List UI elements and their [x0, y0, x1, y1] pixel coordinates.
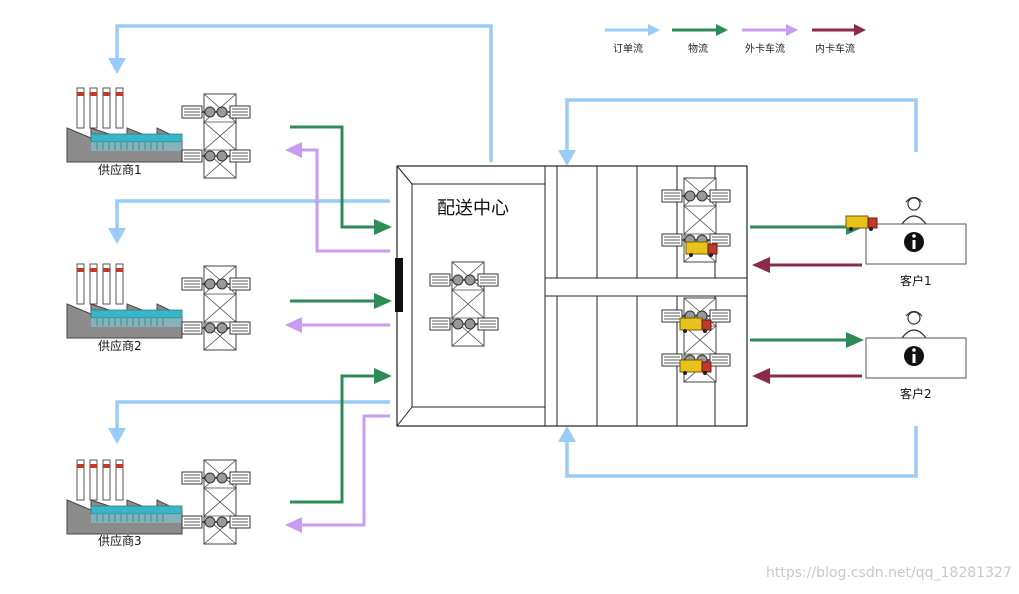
order-flow-arrows: [115, 24, 918, 478]
watermark-text: https://blog.csdn.net/qq_18281327: [766, 565, 1012, 581]
legend-label-logistics: 物流: [688, 42, 708, 55]
supplier-label: 供应商1: [98, 162, 142, 177]
distribution-center: 配送中心: [395, 165, 748, 427]
customer-label: 客户2: [900, 386, 932, 401]
legend-item-outer-truck-flow: 外卡车流: [742, 24, 798, 55]
outer-truck-flow-arrows: [300, 148, 390, 527]
supplier-3: 供应商3: [66, 459, 250, 548]
storage-rack-icon: [182, 266, 250, 350]
supplier-2: 供应商2: [66, 263, 250, 353]
inner-truck-flow-arrows: [768, 263, 862, 378]
storage-rack-icon: [182, 460, 250, 544]
truck-icon: [845, 215, 878, 232]
supplier-1: 供应商1: [66, 87, 250, 178]
distribution-center-title: 配送中心: [437, 198, 509, 219]
customer-person-icon: [865, 310, 967, 379]
supplier-label: 供应商2: [98, 338, 142, 353]
outer-truck-flow-arrowheads: [285, 142, 302, 533]
order-flow-arrowheads: [108, 58, 576, 444]
logistics-arrows: [290, 125, 848, 504]
supplier-label: 供应商3: [98, 533, 142, 548]
dock-door: [395, 258, 403, 312]
factory-icon: [66, 87, 183, 163]
customer-2: 客户2: [865, 310, 967, 401]
legend: 订单流 物流 外卡车流 内卡车流: [605, 24, 866, 55]
legend-label-inner-truck-flow: 内卡车流: [815, 42, 855, 55]
legend-item-logistics: 物流: [672, 24, 728, 55]
factory-icon: [66, 459, 183, 535]
customer-person-icon: [865, 196, 967, 265]
customer-1: 客户1: [845, 196, 967, 288]
customer-label: 客户1: [900, 273, 932, 288]
factory-icon: [66, 263, 183, 339]
legend-item-order-flow: 订单流: [605, 24, 660, 55]
legend-item-inner-truck-flow: 内卡车流: [812, 24, 866, 55]
legend-label-order-flow: 订单流: [613, 42, 643, 55]
legend-label-outer-truck-flow: 外卡车流: [745, 42, 785, 55]
logistics-arrowheads: [374, 219, 864, 384]
storage-rack-icon: [182, 94, 250, 178]
inner-truck-flow-arrowheads: [752, 257, 770, 384]
